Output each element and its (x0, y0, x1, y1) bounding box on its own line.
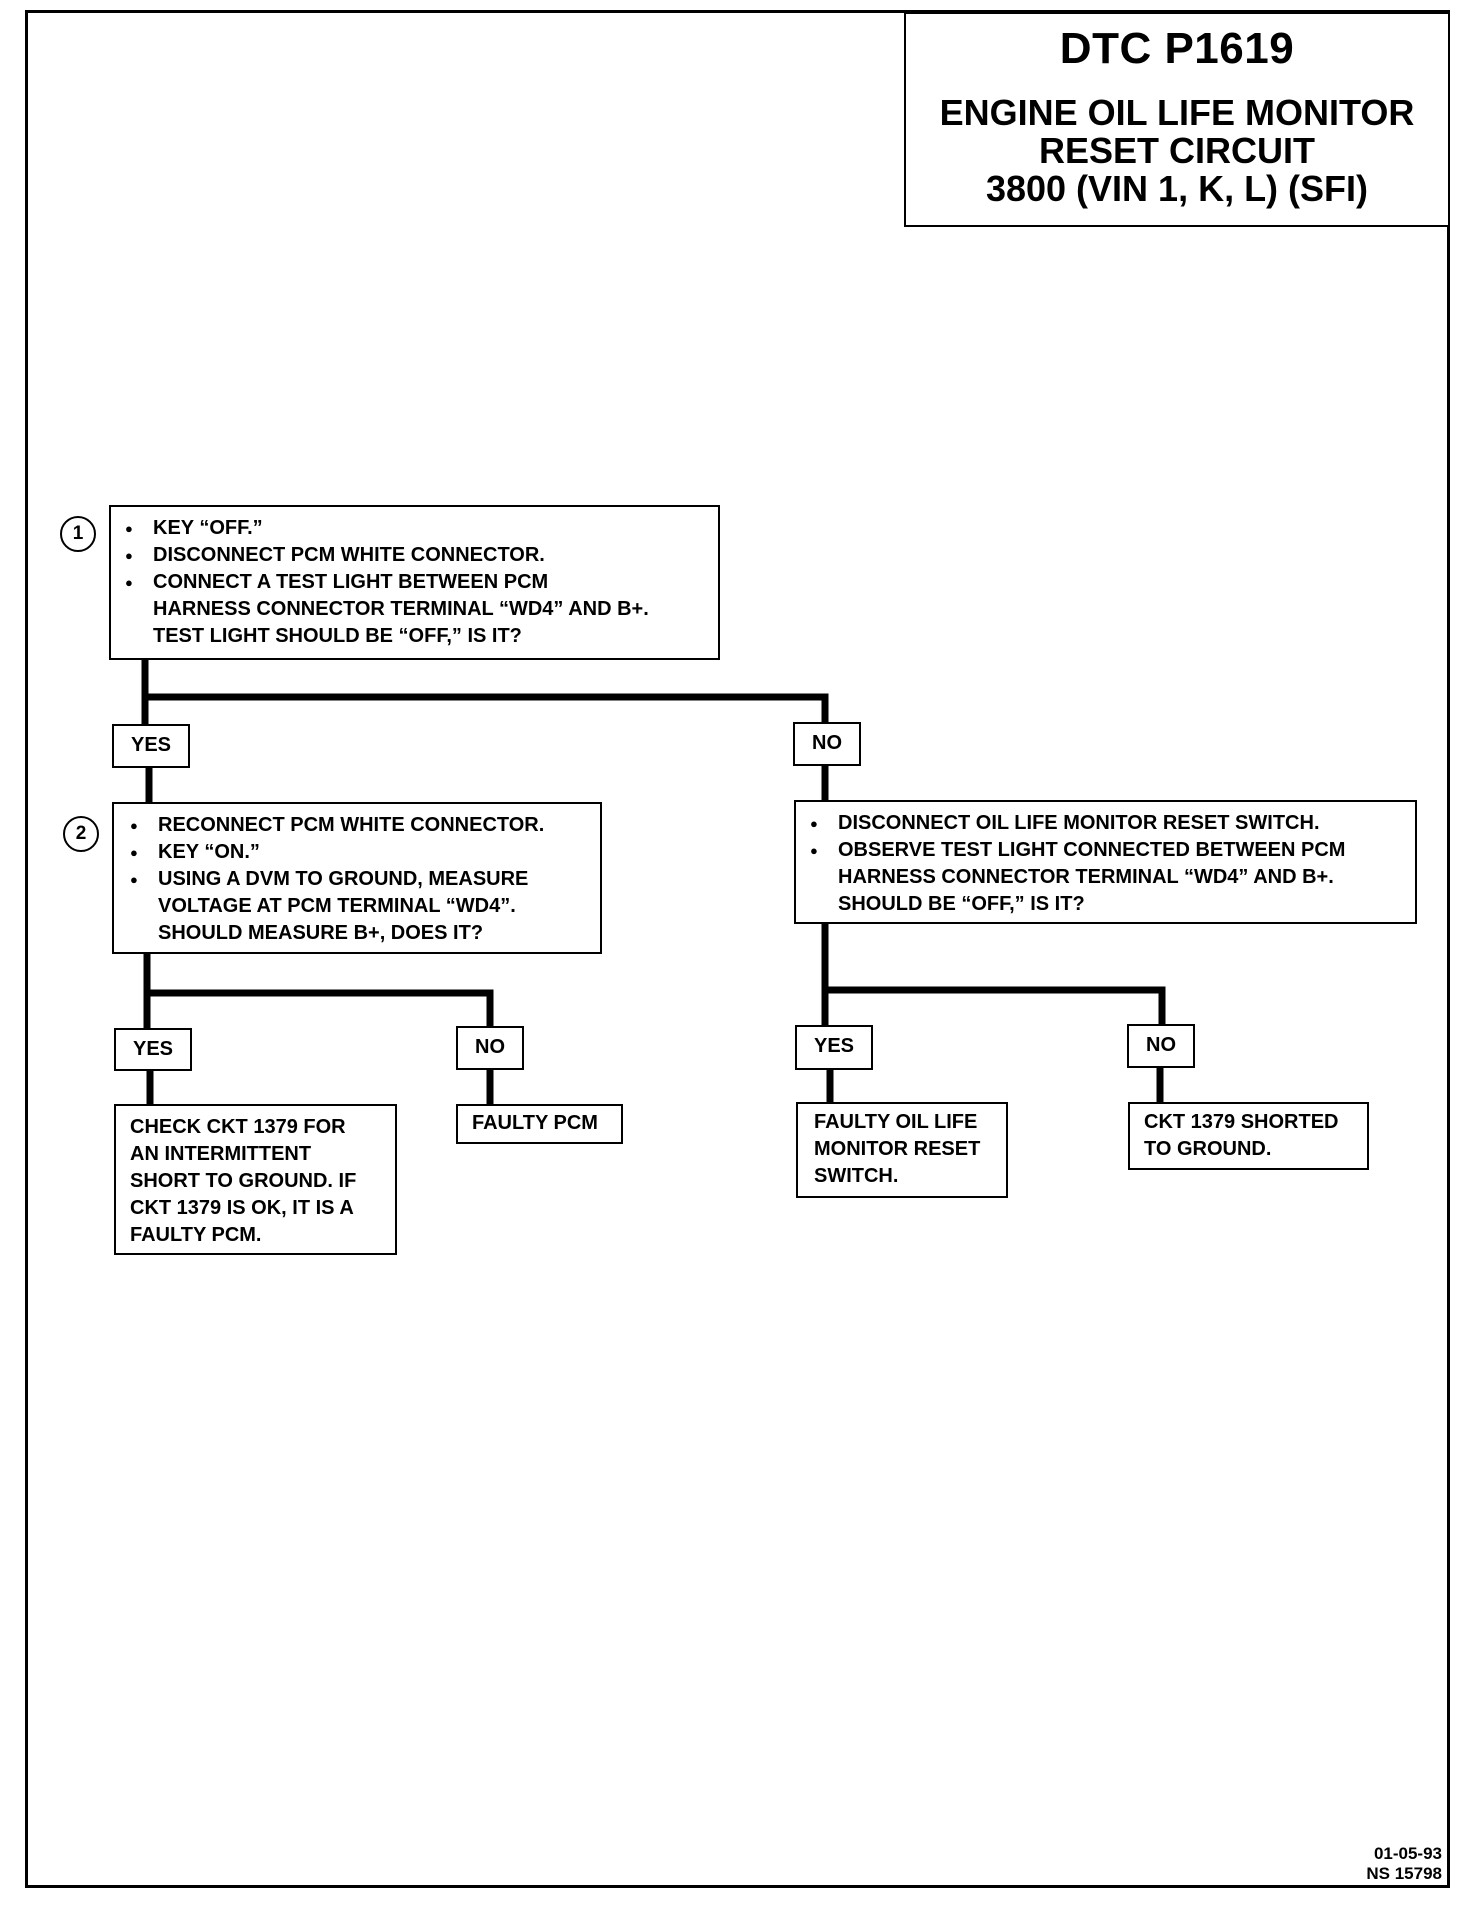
result-faulty-pcm-box: FAULTY PCM (456, 1104, 623, 1144)
reset-switch-test-bullet: DISCONNECT OIL LIFE MONITOR RESET SWITCH… (802, 810, 1409, 837)
step-2-bullet: RECONNECT PCM WHITE CONNECTOR. (122, 812, 594, 839)
result-faulty-switch-box: FAULTY OIL LIFE MONITOR RESET SWITCH. (796, 1102, 1008, 1198)
reset-switch-test-continuation: SHOULD BE “OFF,” IS IT? (838, 893, 1085, 915)
step-2-continuation: VOLTAGE AT PCM TERMINAL “WD4”. (158, 895, 516, 917)
result-check-ckt-line: AN INTERMITTENT (130, 1143, 312, 1165)
result-check-ckt-line: FAULTY PCM. (130, 1224, 262, 1246)
result-check-ckt-box: CHECK CKT 1379 FOR AN INTERMITTENT SHORT… (114, 1104, 397, 1255)
result-ckt-shorted-box: CKT 1379 SHORTED TO GROUND. (1128, 1102, 1369, 1170)
step-1-continuation: TEST LIGHT SHOULD BE “OFF,” IS IT? (153, 625, 522, 647)
result-check-ckt-line: SHORT TO GROUND. IF (130, 1170, 357, 1192)
connector-step2-no (143, 989, 494, 1032)
connector-rightbox-no (821, 986, 1166, 1030)
branch-2-no-label: NO (456, 1026, 524, 1070)
branch-1-no-label: NO (793, 722, 861, 766)
branch-2-yes-label: YES (114, 1028, 192, 1071)
step-2-continuation: SHOULD MEASURE B+, DOES IT? (158, 922, 484, 944)
title-block: DTC P1619 ENGINE OIL LIFE MONITOR RESET … (904, 12, 1450, 227)
dtc-code: DTC P1619 (1059, 24, 1295, 73)
step-2-bullet: KEY “ON.” (122, 839, 594, 866)
step-2-box: RECONNECT PCM WHITE CONNECTOR. KEY “ON.”… (112, 802, 602, 954)
reset-switch-test-bullet: OBSERVE TEST LIGHT CONNECTED BETWEEN PCM (802, 837, 1409, 864)
step-1-box: KEY “OFF.” DISCONNECT PCM WHITE CONNECTO… (109, 505, 720, 660)
step-1-continuation: HARNESS CONNECTOR TERMINAL “WD4” AND B+. (153, 598, 649, 620)
result-ckt-shorted-line: TO GROUND. (1144, 1138, 1272, 1160)
step-1-bullet: CONNECT A TEST LIGHT BETWEEN PCM (117, 569, 712, 596)
result-faulty-pcm-text: FAULTY PCM (472, 1112, 598, 1134)
result-faulty-switch-line: FAULTY OIL LIFE (814, 1111, 978, 1133)
step-1-bullet: DISCONNECT PCM WHITE CONNECTOR. (117, 542, 712, 569)
connector-step1-no (141, 693, 829, 728)
result-check-ckt-line: CKT 1379 IS OK, IT IS A (130, 1197, 354, 1219)
result-faulty-switch-line: MONITOR RESET (814, 1138, 981, 1160)
step-2-marker: 2 (63, 816, 99, 852)
branch-1-yes-label: YES (112, 724, 190, 768)
footer-date: 01-05-93 (1373, 1844, 1442, 1863)
reset-switch-test-continuation: HARNESS CONNECTOR TERMINAL “WD4” AND B+. (838, 866, 1334, 888)
document-footer: 01-05-93 NS 15798 (1366, 1844, 1442, 1884)
page-border (25, 10, 1450, 1888)
result-ckt-shorted-line: CKT 1379 SHORTED (1144, 1111, 1339, 1133)
branch-3-yes-label: YES (795, 1025, 873, 1070)
step-2-bullet: USING A DVM TO GROUND, MEASURE (122, 866, 594, 893)
title-line-1: ENGINE OIL LIFE MONITOR (939, 92, 1415, 133)
branch-3-no-label: NO (1127, 1024, 1195, 1068)
title-line-3: 3800 (VIN 1, K, L) (SFI) (985, 168, 1369, 209)
footer-ref: NS 15798 (1366, 1864, 1442, 1883)
step-1-marker: 1 (60, 516, 96, 552)
result-check-ckt-line: CHECK CKT 1379 FOR (130, 1116, 346, 1138)
reset-switch-test-box: DISCONNECT OIL LIFE MONITOR RESET SWITCH… (794, 800, 1417, 924)
result-faulty-switch-line: SWITCH. (814, 1165, 899, 1187)
step-1-bullet: KEY “OFF.” (117, 515, 712, 542)
title-line-2: RESET CIRCUIT (1038, 130, 1315, 171)
